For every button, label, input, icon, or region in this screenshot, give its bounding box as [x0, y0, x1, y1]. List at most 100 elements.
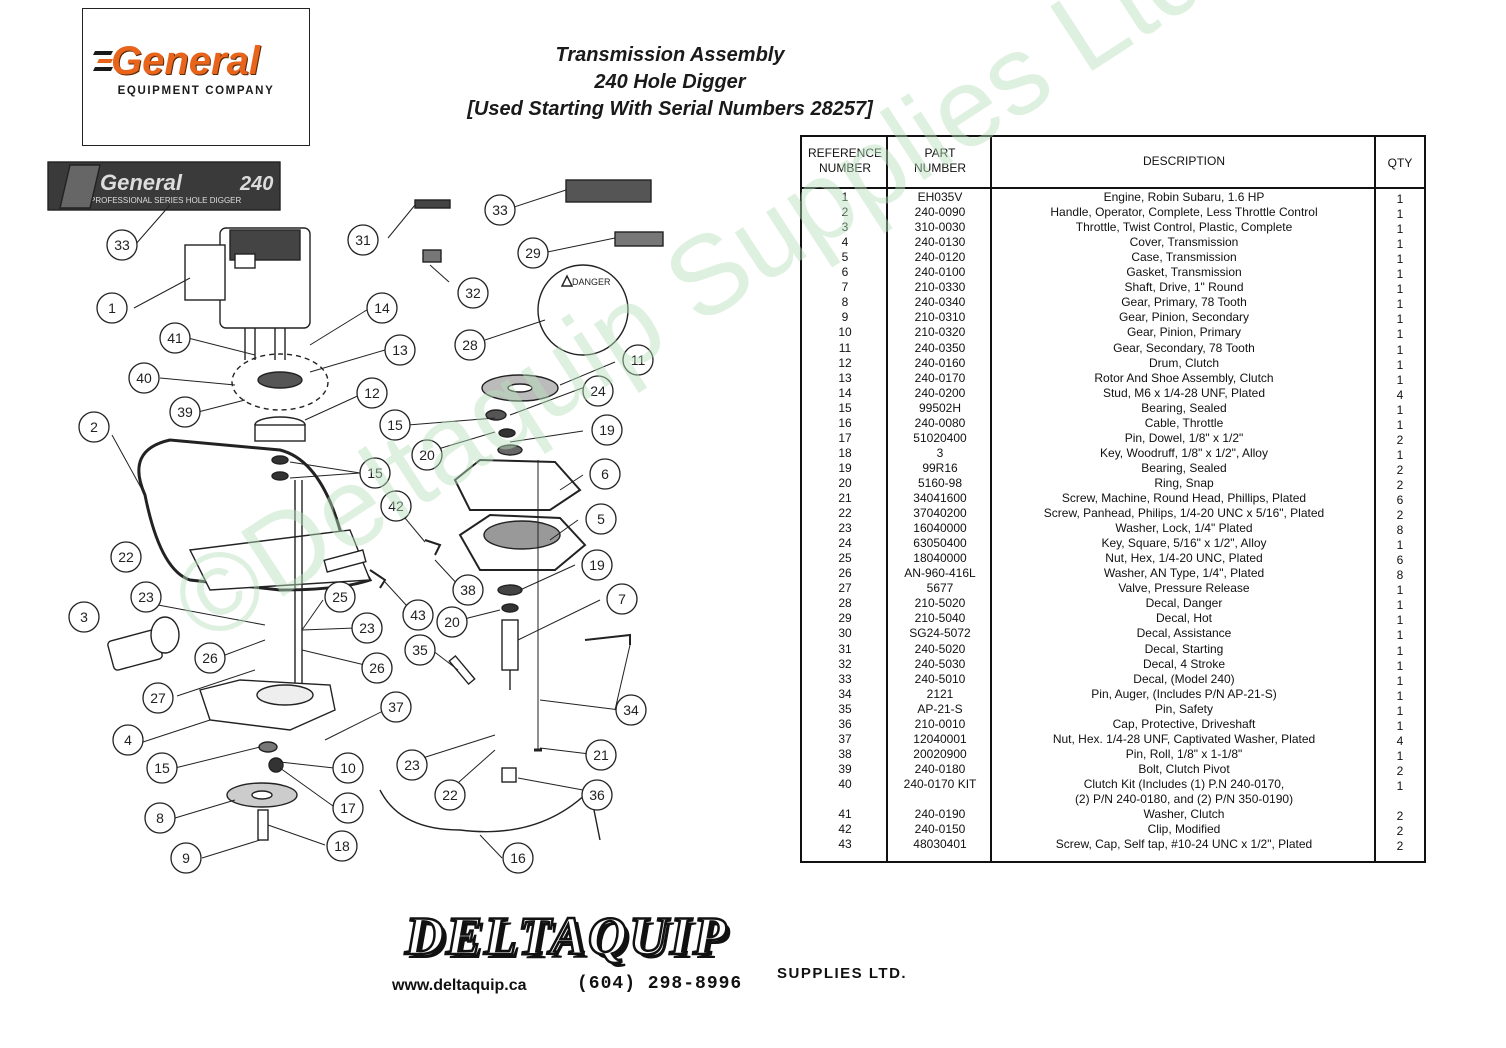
qty-cell: 1 [1396, 748, 1404, 763]
callout-number: 25 [332, 589, 348, 605]
callout-number: 13 [392, 342, 408, 358]
callout-circle [159, 322, 191, 354]
ref-cell: 17 [838, 430, 852, 445]
qty-cell: 8 [1396, 568, 1404, 583]
ref-cell: 30 [838, 626, 852, 641]
part-number-cell: 240-0090 [914, 205, 966, 220]
description-cell: Throttle, Twist Control, Plastic, Comple… [1075, 220, 1293, 235]
callout-circle [589, 458, 621, 490]
callout-number: 17 [340, 800, 356, 816]
ref-cell: 39 [838, 761, 852, 776]
callout-circle [581, 549, 613, 581]
ref-cell: 25 [838, 551, 852, 566]
deltaquip-logo: DELTAQUIP SUPPLIES LTD. [404, 905, 965, 982]
description-cell: Engine, Robin Subaru, 1.6 HP [1103, 190, 1265, 204]
description-cell: Drum, Clutch [1148, 355, 1219, 370]
description-cell: Decal, Danger [1145, 596, 1223, 611]
ref-cell: 33 [838, 671, 852, 686]
part-number-cell: 240-0340 [914, 295, 966, 310]
callout-circle [582, 375, 614, 407]
description-cell: Case, Transmission [1131, 250, 1237, 265]
deltaquip-brand: DELTAQUIP [404, 905, 729, 968]
description-cell: Cable, Throttle [1144, 415, 1224, 430]
part-number-cell: 5160-98 [917, 475, 963, 490]
callout-number: 8 [156, 810, 164, 826]
header-qty: QTY [1387, 156, 1413, 170]
callout-number: 43 [410, 607, 426, 623]
callout-circle [411, 439, 443, 471]
header-reference-number: REFERENCE NUMBER [807, 146, 882, 175]
part-number-cell: 240-0350 [914, 340, 966, 355]
ref-cell: 13 [838, 370, 852, 385]
ref-cell: 18 [838, 445, 852, 460]
ref-cell: 27 [838, 581, 852, 596]
qty-cell: 8 [1396, 523, 1404, 538]
qty-cell: 1 [1396, 297, 1404, 312]
callout-circle [457, 277, 489, 309]
qty-cell: 1 [1396, 688, 1404, 703]
qty-cell: 1 [1396, 628, 1404, 643]
qty-cell: 1 [1396, 252, 1404, 267]
callout-circle [402, 599, 434, 631]
description-cell: Key, Square, 5/16" x 1/2", Alloy [1101, 536, 1267, 551]
description-cell: Decal, Starting [1144, 641, 1224, 656]
website-link[interactable]: www.deltaquip.ca [392, 977, 527, 994]
qty-cell: 2 [1396, 809, 1404, 824]
description-cell: Bolt, Clutch Pivot [1138, 761, 1230, 776]
qty-cell: 1 [1396, 327, 1404, 342]
callout-circle [112, 724, 144, 756]
callout-circle [332, 752, 364, 784]
callout-number: 41 [167, 330, 183, 346]
title-line-2: 240 Hole Digger [594, 71, 746, 93]
part-number-cell: 3 [936, 445, 944, 460]
ref-cell: 37 [838, 731, 852, 746]
callout-number: 5 [597, 511, 605, 527]
callout-number: 20 [419, 447, 435, 463]
ref-cell: 19 [838, 460, 852, 475]
callout-number: 21 [593, 747, 609, 763]
callout-number: 7 [618, 591, 626, 607]
ref-cell: 22 [838, 506, 852, 521]
description-cell: Bearing, Sealed [1141, 460, 1227, 475]
callout-number: 6 [601, 466, 609, 482]
part-number-cell: EH035V [917, 190, 963, 204]
part-number-cell: 2121 [926, 686, 954, 701]
banner-brand: General [100, 170, 183, 195]
description-cell: Pin, Auger, (Includes P/N AP-21-S) [1091, 686, 1277, 701]
ref-cell: 41 [838, 807, 852, 822]
callout-circle [170, 842, 202, 874]
callout-circle [78, 411, 110, 443]
callout-number: 32 [465, 285, 481, 301]
callout-circle [146, 752, 178, 784]
callout-circle [324, 581, 356, 613]
callout-circle [396, 749, 428, 781]
qty-cell: 6 [1396, 493, 1404, 507]
callout-circle [359, 457, 391, 489]
callout-circle [606, 583, 638, 615]
callout-number: 31 [355, 232, 371, 248]
part-number-cell: 240-0130 [914, 235, 966, 250]
part-number-cell: 34041600 [913, 491, 967, 505]
callout-circle [404, 634, 436, 666]
ref-cell: 5 [841, 250, 849, 265]
ref-cell: 38 [838, 746, 852, 761]
description-cell: (2) P/N 240-0180, and (2) P/N 350-0190) [1074, 792, 1294, 806]
qty-cell: 1 [1396, 613, 1404, 628]
qty-cell: 1 [1396, 447, 1404, 462]
callout-circle [615, 694, 647, 726]
callout-circle [347, 224, 379, 256]
description-cell: Clip, Modified [1147, 822, 1221, 837]
